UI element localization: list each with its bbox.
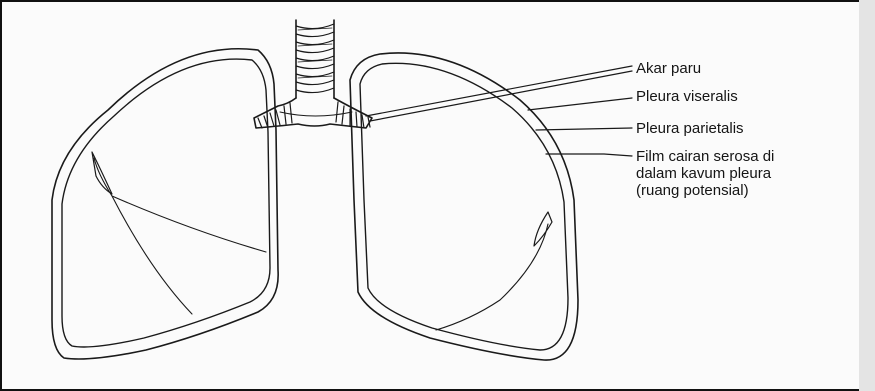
right-lung-parietal-pleura: [350, 53, 578, 360]
label-film-line2: dalam kavum pleura: [636, 165, 774, 182]
left-lung-notch: [92, 152, 112, 194]
right-lung-fissure: [436, 224, 548, 330]
leader-pleura-viseralis: [528, 98, 632, 110]
label-akar-paru: Akar paru: [636, 60, 701, 77]
left-lung-parietal-pleura: [52, 49, 278, 359]
left-lung-fissure-horizontal: [112, 196, 266, 252]
label-film-line3: (ruang potensial): [636, 182, 774, 199]
label-film-cairan: Film cairan serosa di dalam kavum pleura…: [636, 148, 774, 199]
leader-lines: [366, 66, 632, 156]
label-pleura-viseralis: Pleura viseralis: [636, 88, 738, 105]
label-film-line1: Film cairan serosa di: [636, 148, 774, 165]
leader-pleura-parietalis: [536, 128, 632, 130]
left-lung-visceral-pleura: [62, 59, 270, 347]
label-pleura-parietalis: Pleura parietalis: [636, 120, 744, 137]
right-lung-visceral-pleura: [360, 63, 568, 350]
trachea: [296, 20, 334, 98]
leader-akar-paru-2: [370, 71, 632, 121]
leader-film-cairan: [546, 154, 632, 156]
left-lung-fissure-oblique: [94, 158, 192, 314]
leader-akar-paru: [366, 66, 632, 116]
lung-root: [254, 98, 372, 128]
